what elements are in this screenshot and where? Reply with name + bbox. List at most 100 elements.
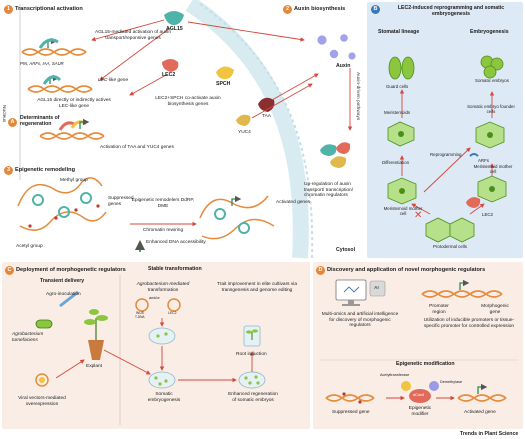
cytosol-proteins bbox=[320, 142, 351, 168]
activation-description: Activation of TAA and YUC4 genes bbox=[100, 145, 174, 150]
epi-dna-suppressed bbox=[325, 392, 375, 404]
dna-access-label: Enhanced DNA accessibility bbox=[146, 240, 206, 245]
founder-cells bbox=[475, 121, 505, 149]
inducible-promoters-label: Utilization of inducible promoters or ti… bbox=[423, 318, 515, 329]
plasmids bbox=[135, 298, 181, 312]
panel-b-title: LEC2-induced reprogramming and somatic e… bbox=[397, 5, 505, 17]
panel-c bbox=[2, 262, 310, 429]
badge-c: C bbox=[5, 266, 14, 275]
coactivate-description: LEC2+SPCH co-activate auxin biosynthesis… bbox=[155, 96, 221, 107]
agl15-lec-description: AGL15 directly or indirectly actives LEC… bbox=[37, 98, 111, 109]
taa-protein bbox=[258, 97, 275, 112]
dcas9-label: dCas9 bbox=[413, 393, 424, 397]
rewiring-label: Chromatin rewiring bbox=[142, 228, 184, 233]
journal-footer: Trends in Plant Science bbox=[460, 431, 519, 437]
petri-enhanced bbox=[238, 371, 266, 389]
somatic-embryogenesis-label: Somatic embryogenesis bbox=[147, 392, 181, 403]
explant-pot bbox=[84, 309, 108, 360]
badge-b: B bbox=[371, 5, 380, 14]
agl15-label: AGL15 bbox=[166, 26, 183, 32]
reprogramming-label: Reprogramming bbox=[430, 152, 462, 157]
badge-a2: 2 bbox=[283, 5, 292, 14]
ai-chip-icon bbox=[369, 280, 386, 297]
lec2-plasmid-label: LEC2 bbox=[168, 311, 177, 315]
spch-label: SPCH bbox=[216, 81, 231, 87]
ai-chip-label: AI bbox=[374, 286, 379, 291]
meristemoids-label: Meristemoids bbox=[384, 110, 411, 115]
upregulation-label: Up-regulation of auxin transport/ transc… bbox=[304, 182, 354, 199]
syringe-icon bbox=[59, 290, 79, 308]
badge-d: D bbox=[316, 266, 325, 275]
agro-inoculation-label: Agro-inoculation bbox=[46, 292, 81, 297]
section1-genes: PIN, ARFs, IAA, SAUR bbox=[20, 61, 64, 66]
dna-strand-1 bbox=[21, 37, 87, 56]
panel-c-title: Deployment of morphogenetic regulators bbox=[16, 267, 126, 273]
founder-cells-label: Somatic embryo founder cells bbox=[467, 104, 515, 115]
wus-label: WUS bbox=[136, 311, 144, 315]
panel-d-title: Discovery and application of novel morph… bbox=[327, 267, 486, 273]
multiomics-label: Multi-omics and artificial intelligence … bbox=[321, 312, 399, 329]
cell-wall bbox=[185, 0, 309, 259]
agl15-protein bbox=[164, 11, 184, 25]
dna-strand-lec bbox=[27, 74, 93, 93]
protodermal-label: Protodermal cells bbox=[433, 244, 467, 249]
section3-title: Epigenetic remodeling bbox=[15, 167, 75, 173]
embryogenesis-heading: Embryogenesis bbox=[470, 29, 509, 35]
petri-mid bbox=[148, 327, 176, 345]
lec-like-label: LEC-like gene bbox=[98, 78, 129, 83]
root-induction-label: Root induction bbox=[236, 352, 267, 357]
agrobacterium bbox=[35, 319, 53, 329]
guard-cells bbox=[388, 56, 415, 80]
cytosol-label: Cytosol bbox=[336, 247, 356, 253]
determinants-title: Determinants of regeneration bbox=[20, 115, 60, 127]
methyl-label: Methyl group bbox=[60, 178, 88, 183]
section1-title: Transcriptional activation bbox=[15, 6, 83, 12]
panel-b: ✕ bbox=[367, 2, 523, 258]
badge-a1: 1 bbox=[4, 5, 13, 14]
computer-icon bbox=[335, 279, 367, 306]
panel-a bbox=[17, 0, 356, 259]
chromatin-activated bbox=[199, 195, 275, 240]
activated-gene-label: Activated gene bbox=[464, 410, 496, 415]
agl15-description: AGL15-mediated activation of auxin trans… bbox=[95, 30, 171, 41]
auxin-molecules bbox=[317, 34, 356, 60]
lec2-small bbox=[466, 197, 481, 208]
promoter-region-label: Promoter region bbox=[429, 304, 449, 315]
epi-dna-activated bbox=[457, 383, 507, 402]
arfs-label: ARFs bbox=[478, 158, 489, 163]
dcas9-protein bbox=[401, 381, 439, 403]
stable-heading: Stable transformation bbox=[148, 266, 202, 272]
yuc4-label: YUC4 bbox=[238, 130, 251, 135]
somatic-embryos-label: Somatic embryos bbox=[475, 78, 509, 83]
tdna-label: T-DNA bbox=[135, 315, 145, 319]
guard-cells-label: Guard cells bbox=[386, 84, 409, 89]
transient-heading: Transient delivery bbox=[40, 278, 85, 284]
root-jar bbox=[243, 325, 261, 347]
activated-genes-label: Activated genes bbox=[276, 200, 311, 205]
agro-mediated-label: Agrobacterium-mediated bbox=[136, 282, 190, 287]
protodermal-cells bbox=[425, 217, 475, 243]
mmc-left-cell bbox=[387, 177, 417, 205]
morphogenic-gene-label: Morphogenic gene bbox=[481, 304, 509, 315]
lec2-label: LEC2 bbox=[162, 72, 176, 78]
epigenetic-modification-heading: Epigenetic modification bbox=[396, 361, 455, 367]
meristemoid-cell bbox=[387, 121, 415, 147]
demethylase-label: Demethylase bbox=[440, 380, 463, 384]
agrobacterium-label: Agrobacterium tumefaciens bbox=[12, 332, 44, 343]
auxin-label: Auxin bbox=[336, 63, 351, 69]
mmc-right-cell bbox=[477, 175, 507, 203]
dna-strand-determinants bbox=[39, 118, 105, 140]
badge-aA: A bbox=[8, 118, 17, 127]
petri-somatic bbox=[148, 371, 176, 389]
chromatin-suppressed bbox=[17, 177, 107, 231]
trait-improvement-label: Trait improvement in elite cultivars via… bbox=[216, 282, 298, 293]
section2-title: Auxin biosynthesis bbox=[294, 6, 346, 12]
somatic-embryo-cells bbox=[480, 55, 504, 79]
acetyltransferase-label: Acetyltransferase bbox=[380, 373, 410, 377]
lec2-protein bbox=[162, 59, 179, 72]
block-cross: ✕ bbox=[414, 210, 422, 221]
viral-vector bbox=[35, 373, 49, 387]
yuc4-protein bbox=[236, 114, 251, 126]
enhanced-regeneration-label: Enhanced regeneration of somatic embryos bbox=[228, 392, 278, 403]
panel-d bbox=[313, 262, 523, 429]
